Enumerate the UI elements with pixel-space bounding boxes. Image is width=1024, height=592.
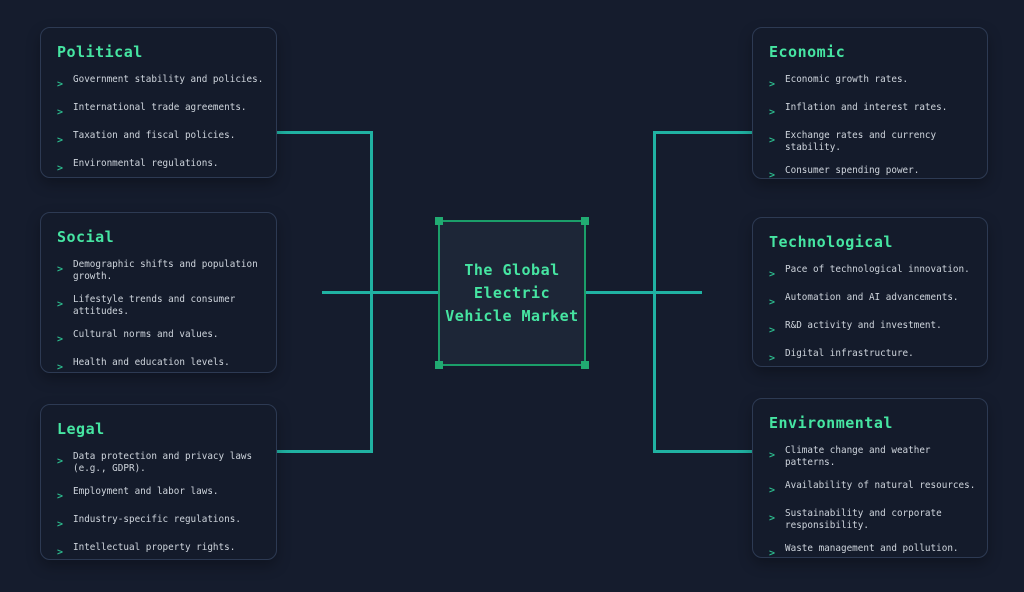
item-text: Inflation and interest rates. (785, 102, 948, 113)
center-node-title: The Global Electric Vehicle Market (445, 260, 579, 325)
chevron-bullet-icon: > (57, 491, 64, 502)
item-text: R&D activity and investment. (785, 320, 942, 331)
chevron-bullet-icon: > (57, 299, 64, 310)
list-item: > Sustainability and corporate responsib… (769, 508, 980, 532)
chevron-bullet-icon: > (57, 79, 64, 90)
chevron-bullet-icon: > (769, 513, 776, 524)
selection-handle-top-right[interactable] (581, 217, 589, 225)
chevron-bullet-icon: > (769, 297, 776, 308)
list-item: > Economic growth rates. (769, 74, 980, 91)
list-item: > Inflation and interest rates. (769, 102, 980, 119)
item-text: Economic growth rates. (785, 74, 909, 85)
list-item: > R&D activity and investment. (769, 320, 980, 337)
category-node-political[interactable]: Political > Government stability and pol… (40, 27, 277, 178)
category-title: Social (57, 228, 115, 246)
chevron-bullet-icon: > (769, 107, 776, 118)
item-text: Consumer spending power. (785, 165, 920, 176)
item-text: Employment and labor laws. (73, 486, 219, 497)
category-title: Legal (57, 420, 105, 438)
item-text: Pace of technological innovation. (785, 264, 970, 275)
chevron-bullet-icon: > (57, 163, 64, 174)
list-item: > Lifestyle trends and consumer attitude… (57, 294, 269, 318)
item-text: Waste management and pollution. (785, 543, 959, 554)
list-item: > Climate change and weather patterns. (769, 445, 980, 469)
center-node[interactable]: The Global Electric Vehicle Market (435, 217, 589, 369)
chevron-bullet-icon: > (769, 269, 776, 280)
item-text: Cultural norms and values. (73, 329, 219, 340)
item-text: Exchange rates and currency stability. (785, 130, 937, 153)
list-item: > Automation and AI advancements. (769, 292, 980, 309)
chevron-bullet-icon: > (57, 547, 64, 558)
chevron-bullet-icon: > (57, 107, 64, 118)
selection-handle-bottom-right[interactable] (581, 361, 589, 369)
category-node-social[interactable]: Social > Demographic shifts and populati… (40, 212, 277, 373)
item-text: Demographic shifts and population growth… (73, 259, 258, 282)
item-text: Data protection and privacy laws (e.g., … (73, 451, 253, 474)
list-item: > Exchange rates and currency stability. (769, 130, 980, 154)
list-item: > International trade agreements. (57, 102, 269, 119)
chevron-bullet-icon: > (57, 264, 64, 275)
item-text: International trade agreements. (73, 102, 247, 113)
chevron-bullet-icon: > (769, 485, 776, 496)
connector-left-top-branch (277, 131, 373, 134)
selection-handle-bottom-left[interactable] (435, 361, 443, 369)
item-text: Availability of natural resources. (785, 480, 976, 491)
item-text: Government stability and policies. (73, 74, 264, 85)
list-item: > Intellectual property rights. (57, 542, 269, 559)
item-text: Automation and AI advancements. (785, 292, 959, 303)
chevron-bullet-icon: > (769, 170, 776, 181)
chevron-bullet-icon: > (769, 450, 776, 461)
chevron-bullet-icon: > (57, 135, 64, 146)
list-item: > Demographic shifts and population grow… (57, 259, 269, 283)
list-item: > Industry-specific regulations. (57, 514, 269, 531)
item-text: Environmental regulations. (73, 158, 219, 169)
list-item: > Digital infrastructure. (769, 348, 980, 365)
connector-right-top-branch (653, 131, 752, 134)
item-text: Health and education levels. (73, 357, 230, 368)
connector-right-mid-branch (586, 291, 702, 294)
list-item: > Health and education levels. (57, 357, 269, 374)
connector-left-mid-branch (322, 291, 438, 294)
list-item: > Waste management and pollution. (769, 543, 980, 560)
chevron-bullet-icon: > (769, 353, 776, 364)
selection-handle-top-left[interactable] (435, 217, 443, 225)
item-text: Sustainability and corporate responsibil… (785, 508, 942, 531)
chevron-bullet-icon: > (769, 325, 776, 336)
item-text: Digital infrastructure. (785, 348, 914, 359)
category-title: Environmental (769, 414, 893, 432)
chevron-bullet-icon: > (57, 456, 64, 467)
item-text: Intellectual property rights. (73, 542, 236, 553)
category-title: Political (57, 43, 143, 61)
category-node-economic[interactable]: Economic > Economic growth rates. > Infl… (752, 27, 988, 182)
category-node-legal[interactable]: Legal > Data protection and privacy laws… (40, 404, 277, 560)
chevron-bullet-icon: > (769, 79, 776, 90)
list-item: > Government stability and policies. (57, 74, 269, 91)
connector-right-bottom-branch (653, 450, 752, 453)
list-item: > Employment and labor laws. (57, 486, 269, 503)
chevron-bullet-icon: > (57, 334, 64, 345)
list-item: > Environmental regulations. (57, 158, 269, 175)
list-item: > Availability of natural resources. (769, 480, 980, 497)
list-item: > Data protection and privacy laws (e.g.… (57, 451, 269, 475)
chevron-bullet-icon: > (769, 548, 776, 559)
item-text: Industry-specific regulations. (73, 514, 241, 525)
category-title: Technological (769, 233, 893, 251)
item-text: Lifestyle trends and consumer attitudes. (73, 294, 236, 317)
list-item: > Cultural norms and values. (57, 329, 269, 346)
category-title: Economic (769, 43, 846, 61)
chevron-bullet-icon: > (57, 519, 64, 530)
category-node-technological[interactable]: Technological > Pace of technological in… (752, 217, 988, 367)
item-text: Climate change and weather patterns. (785, 445, 931, 468)
list-item: > Consumer spending power. (769, 165, 980, 182)
connector-left-bottom-branch (277, 450, 373, 453)
category-node-environmental[interactable]: Environmental > Climate change and weath… (752, 398, 988, 560)
chevron-bullet-icon: > (57, 362, 64, 373)
list-item: > Taxation and fiscal policies. (57, 130, 269, 147)
list-item: > Pace of technological innovation. (769, 264, 980, 281)
chevron-bullet-icon: > (769, 135, 776, 146)
item-text: Taxation and fiscal policies. (73, 130, 236, 141)
